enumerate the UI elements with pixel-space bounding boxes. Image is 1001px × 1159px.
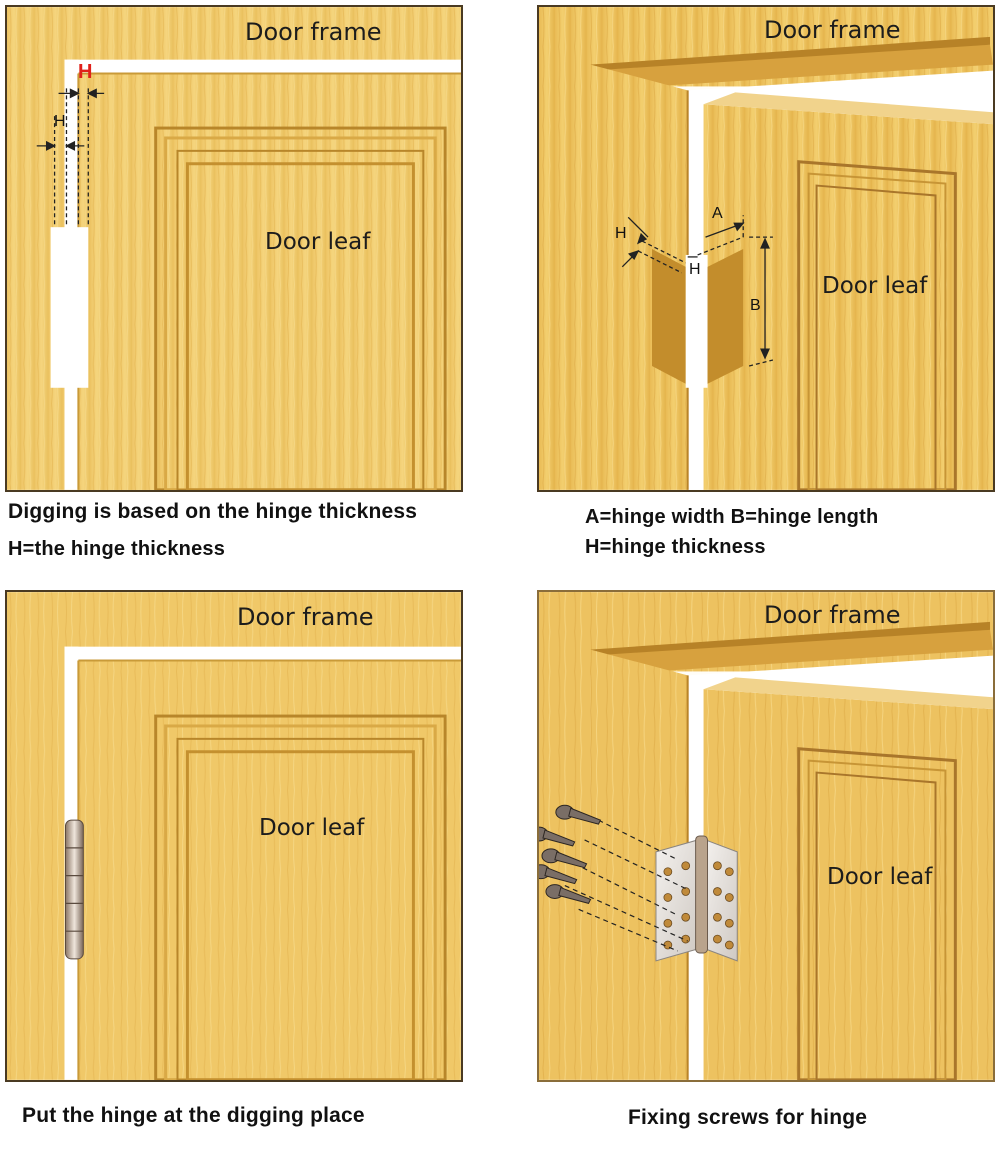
hinge-cutout [50, 227, 89, 388]
panel-hinge-dimensions-illustration [539, 7, 993, 490]
caption-fixing-screws: Fixing screws for hinge [628, 1106, 868, 1129]
caption-dimensions-line2: H=hinge thickness [585, 536, 766, 558]
mortise-leaf [707, 248, 744, 384]
leaf-molding-inner [185, 162, 415, 490]
panel-digging-illustration [7, 7, 461, 490]
door-leaf-label: Door leaf [265, 229, 371, 255]
hinge-thickness-marker: H [78, 61, 93, 83]
screws [539, 804, 688, 952]
door-leaf-label: Door leaf [822, 273, 928, 299]
door-leaf [78, 73, 461, 490]
mortise-frame [652, 248, 686, 384]
door-frame-label: Door frame [237, 603, 374, 631]
panel-digging: Door frame Door leaf H H [5, 5, 463, 492]
door-frame-label: Door frame [245, 18, 382, 46]
caption-digging-line2: H=the hinge thickness [8, 538, 226, 560]
leaf-molding [797, 160, 957, 490]
caption-digging-line1: Digging is based on the hinge thickness [8, 500, 418, 523]
door-frame-label: Door frame [764, 601, 901, 629]
door-leaf [703, 689, 993, 1080]
gap-dimension-label: H [54, 113, 66, 130]
panel-place-hinge: Door frame Door leaf [5, 590, 463, 1082]
hinge [64, 819, 84, 960]
hinge [655, 835, 738, 962]
frame-gap-top [64, 646, 461, 661]
leaf-molding [797, 747, 957, 1080]
caption-place-hinge: Put the hinge at the digging place [22, 1104, 365, 1127]
caption-dimensions-line1: A=hinge width B=hinge length [585, 506, 879, 528]
width-dimension-label: A [712, 205, 723, 222]
door-leaf-label: Door leaf [259, 815, 365, 841]
dimension-lines [621, 215, 774, 367]
door-leaf [78, 660, 461, 1080]
length-dimension-label: B [750, 297, 761, 314]
leaf-molding-inner [185, 750, 415, 1080]
door-frame-label: Door frame [764, 16, 901, 44]
thickness-dimension-label-frame: H [615, 225, 627, 242]
panel-place-hinge-illustration [7, 592, 461, 1080]
frame-header [590, 44, 993, 91]
door-leaf [703, 104, 993, 490]
frame-gap-top [64, 59, 461, 74]
frame-jamb [590, 649, 688, 1080]
panel-fixing-screws: Door frame Door leaf [537, 590, 995, 1082]
frame-header [590, 629, 993, 676]
dimension-lines [36, 88, 105, 228]
door-leaf-label: Door leaf [827, 864, 933, 890]
thickness-dimension-label-leaf: H [689, 261, 701, 278]
panel-hinge-dimensions: Door frame Door leaf H A H B [537, 5, 995, 492]
frame-jamb [590, 64, 688, 490]
panel-fixing-screws-illustration [539, 592, 993, 1080]
